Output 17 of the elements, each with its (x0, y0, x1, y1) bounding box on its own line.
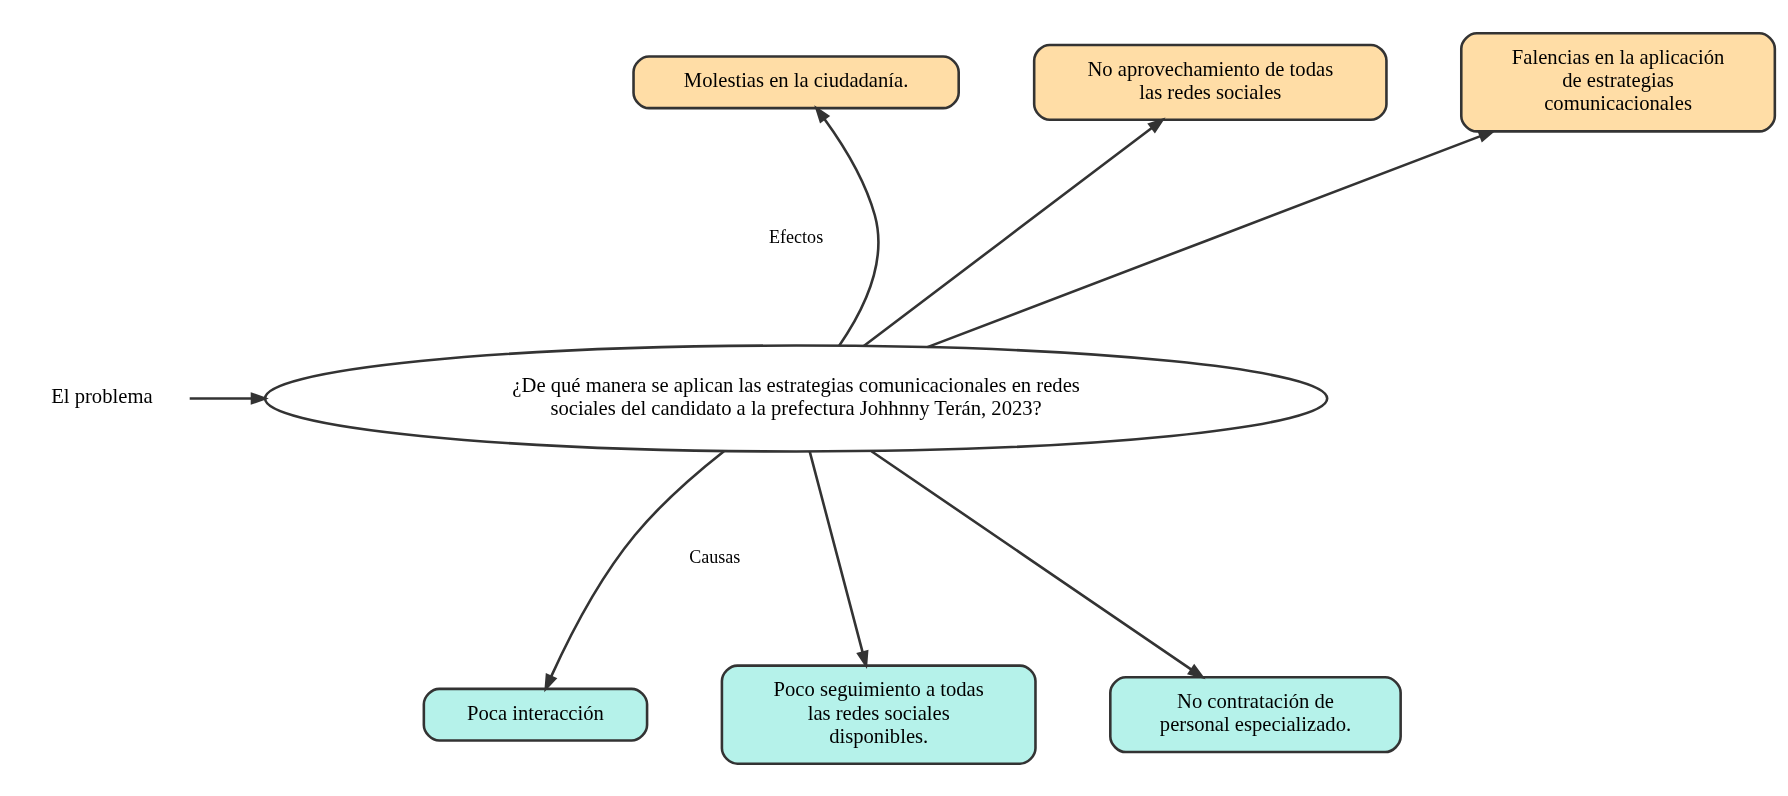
node-text: El problema (50, 384, 153, 407)
label: Causas (688, 546, 740, 567)
node-box: Poca interacción (422, 687, 648, 742)
node-box: No contratación de personal especializado. (1108, 675, 1402, 753)
node-ellipse: ¿De qué manera se aplican las estrategias comunicacionales en redes sociales del candidato a la prefectura Johhnny Terán, 2023? (263, 343, 1328, 453)
arrow (862, 117, 1165, 347)
node-box: Molestias en la ciudadanía. (631, 54, 960, 109)
node-box: Falencias en la aplicación de estrategias comunicacionales (1459, 31, 1776, 133)
arrow (870, 449, 1206, 679)
arrow (808, 450, 868, 669)
arrow (189, 391, 269, 405)
node-box: Poco seguimiento a todas las redes sociales disponibles. (720, 663, 1037, 765)
label: Efectos (768, 226, 823, 247)
arrow (813, 104, 879, 346)
arrow (926, 129, 1496, 348)
arrow (543, 449, 725, 692)
node-box: No aprovechamiento de todas las redes sociales (1032, 43, 1388, 121)
